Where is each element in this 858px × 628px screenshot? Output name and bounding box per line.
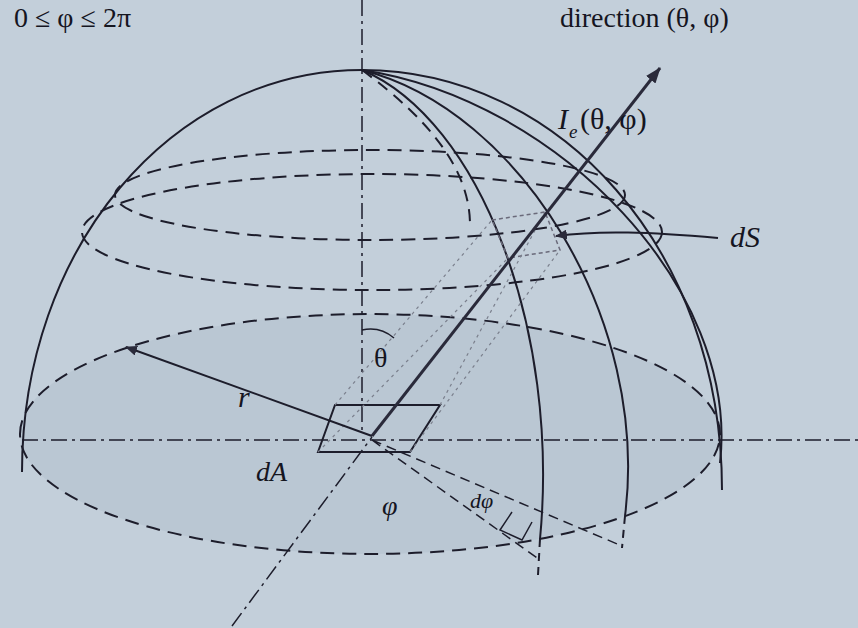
meridian [362,70,628,516]
theta-arc [362,329,394,338]
depth-axis [232,437,372,626]
vertical-axis [361,0,363,430]
phi-ray [372,440,622,560]
figure-label: φ [382,492,398,520]
meridian [538,516,625,575]
figure-label: e [569,122,577,141]
figure-label: dS [730,222,760,252]
projection-lines [318,212,560,452]
figure-label: dA [256,458,287,486]
meridian-dashed [362,70,470,225]
figure-label: θ [374,344,387,372]
figure-label: I [558,104,568,134]
figure-label: r [238,382,250,412]
dS-leader [556,232,718,238]
intensity-arrow [372,68,660,436]
meridian [362,70,543,539]
dome-outline [22,70,722,490]
dS-patch [492,212,560,258]
latitude-ring [82,174,662,290]
equator-ellipse [20,314,720,554]
horizontal-axis [22,439,858,441]
radius-arrow [126,347,372,436]
figure-label: (θ, φ) [580,104,647,134]
figure-label: 0 ≤ φ ≤ 2π [14,4,131,32]
figure-label: dφ [470,490,493,512]
dphi-mark [500,512,532,540]
latitude-ring [115,150,625,240]
figure-label: direction (θ, φ) [560,4,729,32]
